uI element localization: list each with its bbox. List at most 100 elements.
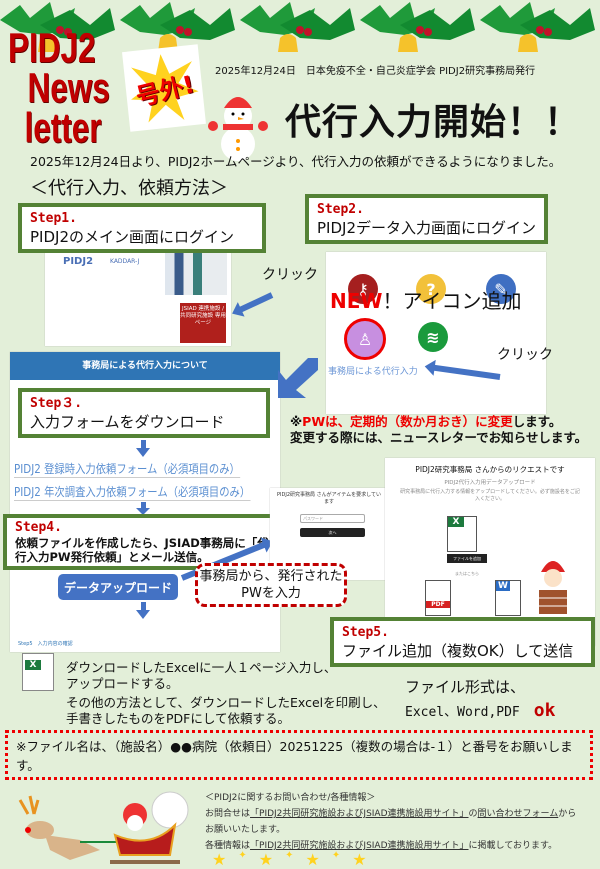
site-link[interactable]: 「PIDJ2共同研究施設およびJSIAD連携施設用サイト」 xyxy=(250,809,469,819)
pdf-file-icon: PDF xyxy=(425,580,451,616)
masthead-line: PIDJ2 xyxy=(8,24,96,71)
next-button[interactable]: 次へ xyxy=(300,528,365,537)
proxy-input-link[interactable]: 事務局による代行入力 xyxy=(328,367,418,377)
ok-label: ok xyxy=(533,700,556,721)
down-arrow-icon xyxy=(136,602,150,619)
step-label: Step2. xyxy=(317,202,364,217)
step-label: Step5. xyxy=(342,625,389,640)
annual-form-link[interactable]: PIDJ2 年次調査入力依頼フォーム（必須項目のみ） xyxy=(14,484,251,501)
pidj2-logo: PIDJ2 xyxy=(63,256,94,267)
footer-text: お問合せは xyxy=(205,809,251,819)
star-icon: ★ xyxy=(212,850,227,869)
step-label: Step4. xyxy=(15,520,62,535)
click-label: クリック xyxy=(262,267,318,283)
site-link[interactable]: 「PIDJ2共同研究施設およびJSIAD連携施設用サイト」 xyxy=(250,841,469,851)
star-icon: ✦ xyxy=(331,850,341,861)
step-text: ファイル追加（複数OK）して送信 xyxy=(342,642,574,660)
password-input[interactable]: パスワード xyxy=(300,514,365,523)
extra-edition-badge: 号外! xyxy=(122,44,206,132)
format-list: Excel、Word,PDF xyxy=(405,705,520,720)
file-format-list: Excel、Word,PDF ok xyxy=(405,700,555,721)
data-upload-button[interactable]: データアップロード xyxy=(58,574,178,600)
big-arrow-icon xyxy=(278,358,318,398)
note-suffix: します。 xyxy=(512,414,562,429)
step-text: 入力フォームをダウンロード xyxy=(30,413,225,431)
file-format-label: ファイル形式は、 xyxy=(405,678,526,696)
star-icon: ✦ xyxy=(285,850,294,861)
step-label: Step３. xyxy=(30,396,83,411)
filename-note: ※ファイル名は、（施設名）●●病院（依頼日）20251225（複数の場合は-１）… xyxy=(5,730,593,780)
pw-screen-title: PIDJ2研究事務局 さんがアイテムを要求しています xyxy=(277,492,381,505)
section-title: ＜代行入力、依頼方法＞ xyxy=(30,178,228,199)
santa-chimney-illustration xyxy=(539,561,567,614)
down-arrow-icon xyxy=(136,440,150,457)
new-icon-text: ！アイコン追加 xyxy=(382,289,522,313)
pw-change-note: ※PWは、定期的（数か月おき）に変更します。変更する際には、ニュースレターでお知… xyxy=(290,414,587,446)
contact-info: ＜PIDJ2に関するお問い合わせ/各種情報＞ お問合せは「PIDJ2共同研究施設… xyxy=(205,790,576,854)
jsiad-page-button[interactable]: JSIAD 連携施設 / 共同研究施設 専用ページ xyxy=(180,303,226,343)
instruction-line: ダウンロードしたExcelに一人１ページ入力し、 xyxy=(66,660,337,675)
excel-icon: X xyxy=(22,653,54,691)
request-subtitle: PIDJ2代行入力用データアップロード xyxy=(444,480,536,486)
proxy-input-icon[interactable]: ♙ xyxy=(344,318,386,360)
callout-line: PWを入力 xyxy=(241,586,301,601)
intro-text: 2025年12月24日より、PIDJ2ホームページより、代行入力の依頼ができるよ… xyxy=(30,154,562,169)
dna-icon[interactable]: ≋ xyxy=(418,322,448,352)
registration-form-link[interactable]: PIDJ2 登録時入力依頼フォーム（必須項目のみ） xyxy=(14,461,240,478)
masthead-line: letter xyxy=(24,104,102,151)
instruction-line: その他の方法として、ダウンロードしたExcelを印刷し、 xyxy=(66,695,386,710)
note-prefix: ※ xyxy=(290,414,303,429)
newsletter-masthead: PIDJ2 News letter xyxy=(8,24,110,151)
instruction-line: アップロードする。 xyxy=(66,676,179,691)
excel-file-icon: X xyxy=(447,516,477,552)
step-label: Step1. xyxy=(30,211,77,226)
callout-line: 事務局から、発行された xyxy=(199,569,343,584)
star-icon: ✦ xyxy=(238,850,247,861)
request-title: PIDJ2研究事務局 さんからのリクエストです xyxy=(415,465,565,474)
step-text: PIDJ2のメイン画面にログイン xyxy=(30,228,234,246)
snowman-illustration xyxy=(208,97,268,161)
masthead-line: News xyxy=(27,64,110,111)
add-file-button[interactable]: ファイルを追加 xyxy=(447,554,487,563)
instructions: ダウンロードしたExcelに一人１ページ入力し、 アップロードする。 その他の方… xyxy=(66,660,386,727)
star-icon: ★ xyxy=(305,850,320,869)
footer-text: の xyxy=(468,809,478,819)
note-red: PWは、定期的（数か月おき）に変更 xyxy=(302,414,513,429)
instruction-line: 手書きしたものをPDFにして依頼する。 xyxy=(66,711,290,726)
santa-sleigh-illustration xyxy=(18,791,189,864)
headline: 代行入力開始！！ xyxy=(285,102,582,143)
doctors-illustration xyxy=(165,250,227,295)
stars-decoration: ★ ✦ ★ ✦ ★ ✦ ★ xyxy=(212,850,462,869)
contact-heading: ＜PIDJ2に関するお問い合わせ/各種情報＞ xyxy=(205,793,376,803)
main-page-screenshot: PIDJ2 KADDAR-J JSIAD 連携施設 / 共同研究施設 専用ページ xyxy=(45,248,231,346)
new-label: NEW xyxy=(330,289,383,313)
step4-box: Step4.依頼ファイルを作成したら、JSIAD事務局に「代行入力PW発行依頼」… xyxy=(3,514,285,570)
inquiry-form-link[interactable]: 問い合わせフォーム xyxy=(477,809,559,819)
step1-box: Step1. PIDJ2のメイン画面にログイン xyxy=(18,203,266,253)
star-icon: ★ xyxy=(258,850,274,869)
request-description: 研究事務局に代行入力する情報をアップロードしてください。必ず施設名をご記入くださ… xyxy=(400,489,580,502)
pencil-icon[interactable]: ✎ xyxy=(486,274,516,304)
help-icon[interactable]: ? xyxy=(416,274,446,304)
step3-box: Step３. 入力フォームをダウンロード xyxy=(18,388,270,438)
word-file-icon: W xyxy=(495,580,521,616)
step5-confirm-text: Step5 入力内容の確認 xyxy=(18,641,73,647)
step2-box: Step2.PIDJ2データ入力画面にログイン xyxy=(305,194,548,244)
footer-text: から xyxy=(558,809,577,819)
or-here-label: またはこちら xyxy=(455,571,479,576)
footer-text: 各種情報は xyxy=(205,841,251,851)
step-text: 依頼ファイルを作成したら、JSIAD事務局に「代行入力PW発行依頼」とメール送信… xyxy=(15,536,269,564)
click-label: クリック xyxy=(497,347,553,363)
issue-line: 2025年12月24日 日本免疫不全・自己炎症学会 PIDJ2研究事務局発行 xyxy=(215,66,536,77)
key-icon[interactable]: ⚷ xyxy=(348,274,378,304)
note-line2: 変更する際には、ニュースレターでお知らせします。 xyxy=(290,430,588,445)
data-entry-screenshot: ⚷ ? ✎ ♙ ≋ 事務局による代行入力 xyxy=(326,252,546,414)
footer-text: に掲載しております。 xyxy=(468,841,558,851)
proxy-page-header: 事務局による代行入力について xyxy=(10,352,280,380)
star-icon: ★ xyxy=(352,850,367,869)
kaddar-logo: KADDAR-J xyxy=(110,258,140,265)
down-arrow-icon xyxy=(136,502,150,515)
holly-garland-decoration xyxy=(0,2,595,52)
footer-text: お願いいたします。 xyxy=(205,825,286,835)
upload-request-screenshot: PIDJ2研究事務局 さんからのリクエストです PIDJ2代行入力用データアップ… xyxy=(385,458,595,646)
